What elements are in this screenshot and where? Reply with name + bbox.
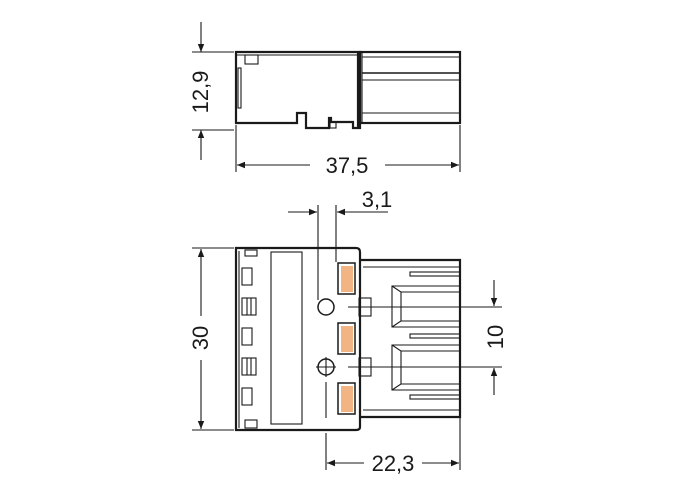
dimension-pin-offset: 3,1 xyxy=(288,187,392,300)
contact-3 xyxy=(337,382,356,415)
contact-orange xyxy=(341,266,353,292)
dim-label-pin-offset: 3,1 xyxy=(362,187,393,212)
pin-circle-1 xyxy=(317,298,335,316)
dimension-side-height: 12,9 xyxy=(188,22,234,160)
dimension-front-height: 30 xyxy=(188,247,234,431)
contact-1 xyxy=(337,262,356,295)
dimension-side-length: 37,5 xyxy=(235,125,461,178)
front-view-body xyxy=(234,246,462,432)
side-view: 12,9 37,5 xyxy=(188,22,462,178)
dimension-pitch: 10 xyxy=(348,280,508,395)
dim-label-depth: 22,3 xyxy=(372,451,415,476)
side-view-body xyxy=(234,50,462,130)
dim-label-pitch: 10 xyxy=(483,325,508,349)
dimension-depth: 22,3 xyxy=(325,382,461,476)
dim-label-side-length: 37,5 xyxy=(326,153,369,178)
dim-label-front-height: 30 xyxy=(188,326,213,350)
front-view: 3,1 30 10 22,3 xyxy=(188,187,508,476)
contact-2 xyxy=(337,322,356,355)
dim-label-side-height: 12,9 xyxy=(188,71,213,114)
label-panel xyxy=(270,251,303,425)
slot xyxy=(244,249,258,257)
